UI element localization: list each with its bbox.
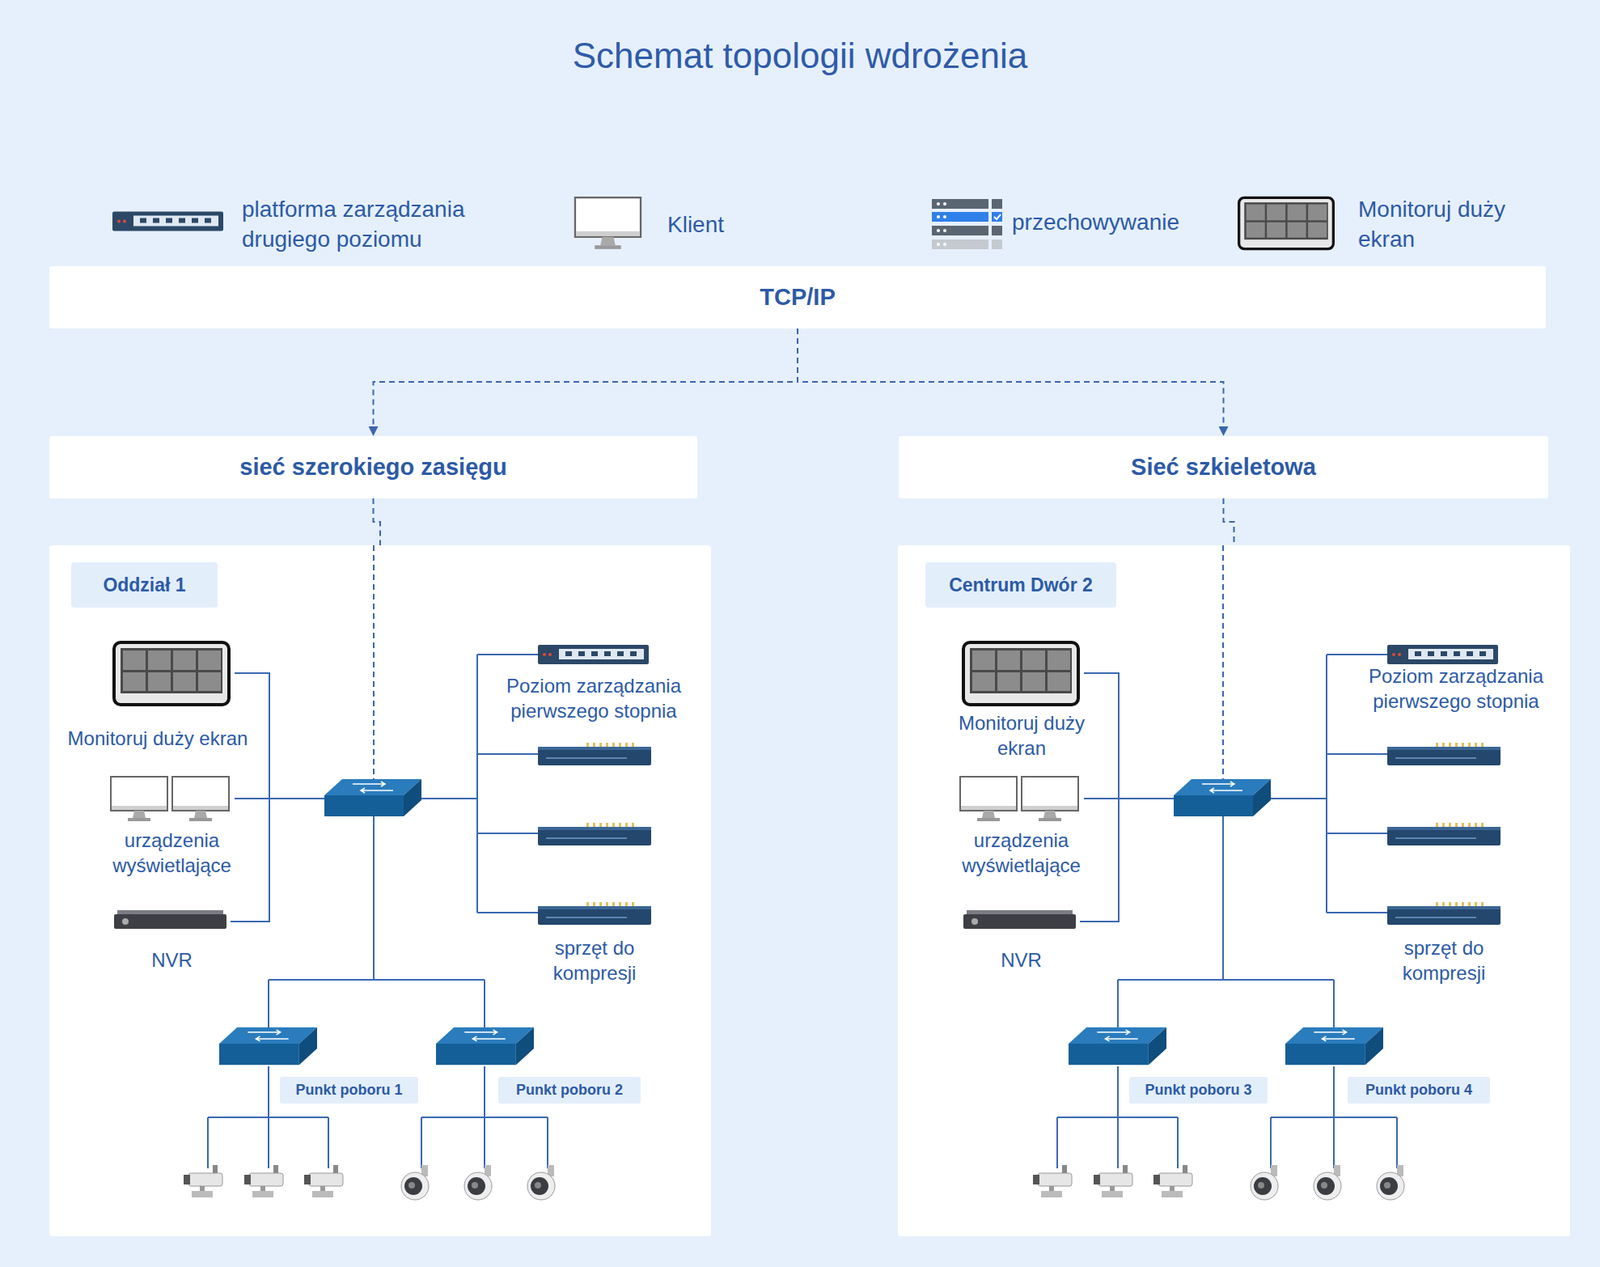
video-wall-icon [1239, 197, 1334, 249]
nvr-icon [114, 910, 227, 929]
device-node: sprzęt do kompresji [1367, 896, 1521, 986]
icon-label: Monitoruj duży ekran [1358, 194, 1553, 254]
tag-text: Punkt poboru 4 [1365, 1081, 1473, 1099]
network-band: TCP/IP [49, 266, 1546, 329]
collection-point-tag: Punkt poboru 1 [279, 1076, 419, 1104]
icon-label: przechowywanie [1011, 206, 1239, 239]
tag-text: Punkt poboru 1 [296, 1081, 403, 1099]
access-switch [435, 1027, 534, 1065]
bullet-camera [183, 1164, 223, 1198]
icon-label: Klient [667, 208, 781, 242]
icon-label: platforma zarządzania drugiego poziomu [241, 194, 509, 254]
site-illustration [110, 545, 652, 1200]
device-node: NVR [954, 904, 1088, 973]
device-node: NVR [105, 904, 239, 973]
site-panel: Centrum Dwór 2 Monitoruj duży ekran urządz… [897, 545, 1571, 1236]
device-caption: sprzęt do kompresji [517, 935, 672, 986]
device-caption: urządzenia wyświetlające [946, 827, 1097, 878]
access-switch [219, 1027, 318, 1065]
bullet-camera [244, 1164, 284, 1198]
device-node: Monitoruj duży ekran [940, 636, 1103, 761]
uplink-line [372, 545, 375, 781]
encoder-icon [537, 742, 652, 766]
device-node: urządzenia wyświetlające [946, 768, 1097, 878]
storage-icon [931, 198, 1003, 250]
tag-text: Punkt poboru 2 [516, 1081, 623, 1099]
device-node: Monitoruj duży ekran [50, 634, 266, 751]
band-text: TCP/IP [759, 283, 835, 311]
bullet-camera [304, 1164, 343, 1198]
panel-heading: Oddział 1 [71, 562, 218, 608]
network-connector [1223, 498, 1235, 546]
band-text: sieć szerokiego zasięgu [239, 453, 507, 481]
device-caption: Poziom zarządzania pierwszego stopnia [488, 673, 699, 724]
device-caption: Monitoruj duży ekran [67, 725, 249, 751]
network-band: sieć szerokiego zasięgu [49, 435, 698, 499]
device-caption: Monitoruj duży ekran [940, 710, 1103, 761]
video-wall-icon [114, 642, 229, 705]
device-node: urządzenia wyświetlające [97, 768, 247, 878]
collection-point-tag: Punkt poboru 3 [1129, 1076, 1268, 1104]
diagram-title: Schemat topologii wdrożenia [0, 32, 1600, 80]
core-switch [324, 778, 422, 817]
network-connector [373, 498, 381, 546]
site-panel: Oddział 1 Monitoruj duży ekran urządzenia … [49, 545, 712, 1236]
site-illustration [960, 545, 1501, 1200]
tag-text: Punkt poboru 3 [1145, 1081, 1253, 1099]
encoder-icon [537, 901, 652, 925]
network-connector [373, 328, 799, 436]
management-icon [112, 211, 224, 232]
dome-camera [401, 1164, 429, 1200]
device-caption: urządzenia wyświetlające [97, 827, 247, 878]
dome-camera [464, 1164, 492, 1200]
collection-point-tag: Punkt poboru 4 [1347, 1076, 1490, 1104]
network-band: Sieć szkieletowa [898, 435, 1549, 499]
encoder-icon [537, 822, 652, 846]
device-node: Poziom zarządzania pierwszego stopnia [1350, 639, 1562, 714]
client-icon [575, 197, 641, 250]
monitor-icon [110, 776, 168, 822]
device-node: sprzęt do kompresji [517, 896, 672, 986]
device-caption: Poziom zarządzania pierwszego stopnia [1350, 663, 1562, 714]
top-icons [112, 197, 1334, 250]
network-connector [797, 328, 1224, 436]
device-node: Poziom zarządzania pierwszego stopnia [488, 639, 699, 724]
wires [207, 654, 548, 1169]
monitor-icon [172, 776, 229, 822]
collection-point-tag: Punkt poboru 2 [498, 1076, 641, 1104]
management-icon [537, 644, 649, 665]
device-caption: NVR [151, 947, 193, 973]
band-text: Sieć szkieletowa [1130, 453, 1317, 481]
dome-camera [527, 1164, 555, 1200]
panel-heading: Centrum Dwór 2 [925, 562, 1117, 608]
device-caption: NVR [1000, 947, 1042, 973]
device-caption: sprzęt do kompresji [1367, 935, 1521, 986]
